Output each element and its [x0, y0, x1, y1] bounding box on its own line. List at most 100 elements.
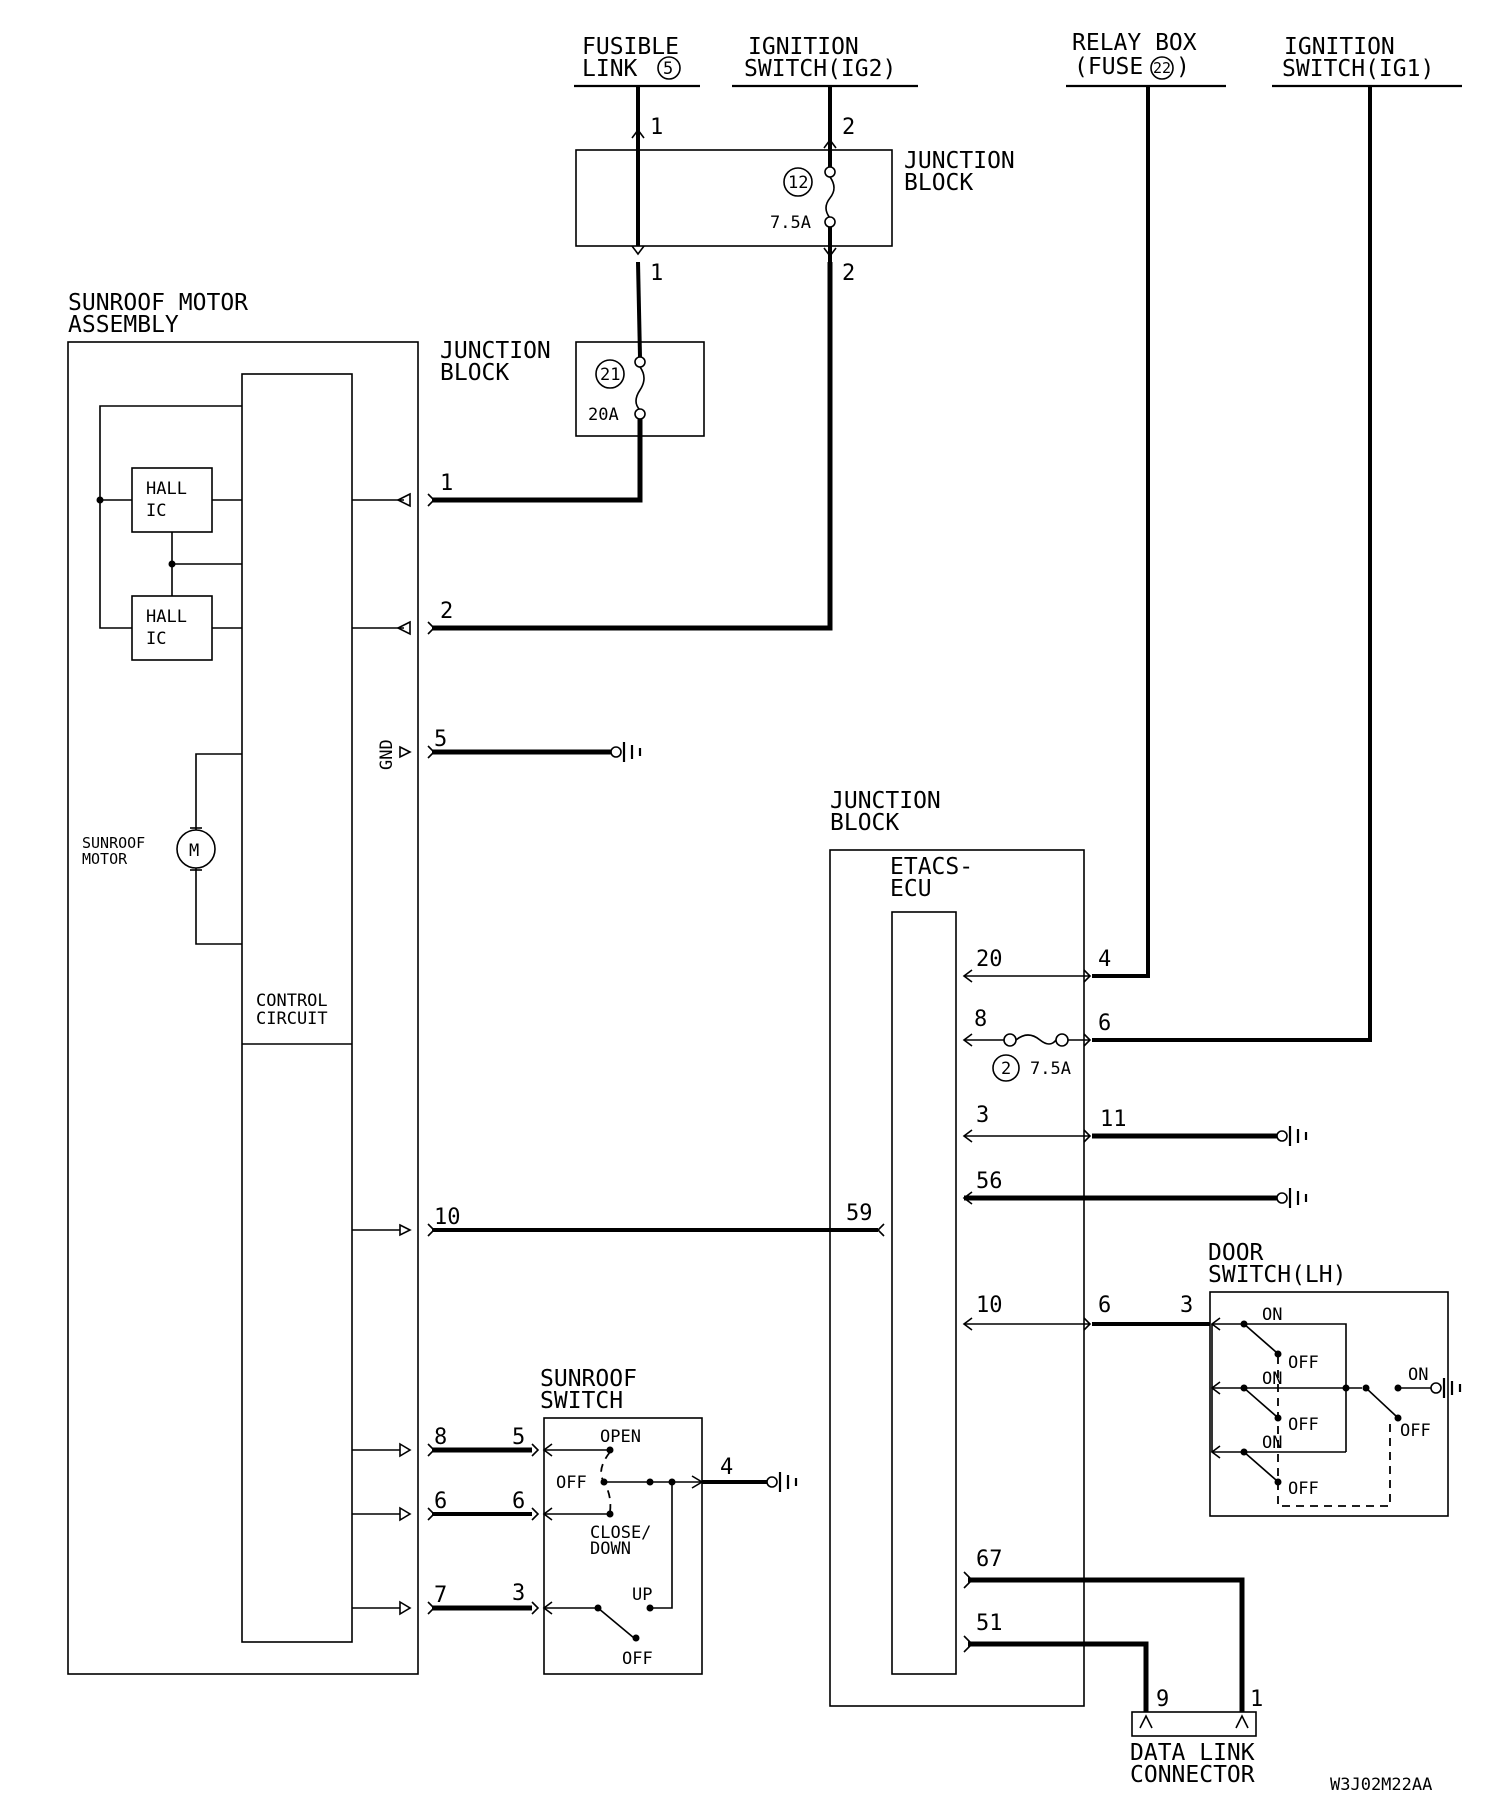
- diagram-label: 59: [846, 1201, 873, 1226]
- diagram-label: OFF: [1400, 1421, 1431, 1441]
- wire-segment: [876, 1223, 885, 1237]
- wire-segment: [606, 1510, 614, 1518]
- wire-segment: [1276, 1192, 1288, 1204]
- wire-segment: [829, 849, 1085, 1707]
- wire-segment: [634, 356, 646, 368]
- diagram-label: 3: [976, 1103, 989, 1128]
- diagram-label: 10: [434, 1205, 461, 1230]
- diagram-label: JUNCTION: [830, 788, 941, 814]
- diagram-label: 4: [1098, 947, 1111, 972]
- diagram-label: SUNROOF MOTOR: [68, 290, 248, 316]
- diagram-label: BLOCK: [830, 810, 899, 836]
- wire-segment: [427, 493, 436, 507]
- wire-segment: [1235, 1714, 1249, 1729]
- ignition-switch-ig2-label: IGNITION SWITCH(IG2): [732, 34, 918, 88]
- junction-block-mid: JUNCTION BLOCK 21 20A: [440, 338, 705, 437]
- diagram-label: 5: [663, 59, 673, 79]
- diagram-label: DOWN: [590, 1539, 631, 1559]
- wire-segment: [195, 868, 242, 945]
- diagram-label: HALL: [146, 607, 187, 627]
- diagram-label: 2: [1001, 1059, 1011, 1079]
- diagram-label: ASSEMBLY: [68, 312, 179, 338]
- motor-symbol: [176, 829, 216, 869]
- diagram-label: 5: [512, 1425, 525, 1450]
- ignition-switch-ig1-label: IGNITION SWITCH(IG1): [1272, 34, 1462, 88]
- wire-segment: [543, 1417, 703, 1675]
- sunroof-motor-connector: 1 2 5 10 8 6 7: [427, 471, 461, 1615]
- wire-segment: [962, 1191, 973, 1205]
- wire-segment: [610, 746, 622, 758]
- wire-segment: [1274, 1350, 1282, 1358]
- diagram-label: 5: [434, 727, 447, 752]
- wire-segment: [399, 1506, 412, 1522]
- diagram-label: 51: [976, 1611, 1003, 1636]
- diagram-label: 56: [976, 1169, 1003, 1194]
- wire-segment: [67, 341, 419, 1675]
- control-circuit-box: [241, 373, 353, 1643]
- junction-block-top: JUNCTION BLOCK 12 7.5A: [575, 148, 1015, 247]
- wire-segment: [1083, 1129, 1092, 1143]
- diagram-label: M: [189, 841, 199, 861]
- wire-segment: [168, 560, 176, 568]
- diagram-label: 6: [512, 1489, 525, 1514]
- wire-segment: [531, 1443, 540, 1457]
- diagram-label: 2: [440, 599, 453, 624]
- diagram-label: MOTOR: [82, 850, 128, 868]
- wire-segment: [531, 1507, 540, 1521]
- wire-segment: [962, 1129, 973, 1143]
- diagram-label: SWITCH: [540, 1388, 623, 1414]
- fuse-number-circle: [657, 56, 681, 80]
- wire-segment: [1276, 1130, 1288, 1142]
- diagram-label: 3: [1180, 1293, 1193, 1318]
- wire-segment: [1394, 1414, 1402, 1422]
- wire-segment: [766, 1476, 778, 1488]
- diagram-label: IC: [146, 501, 166, 521]
- wire-segment: [396, 492, 411, 508]
- diagram-label: (FUSE: [1074, 54, 1143, 80]
- hall-ic-1: [131, 467, 213, 533]
- ground-symbol: [610, 742, 642, 762]
- diagram-label: CLOSE/: [590, 1523, 651, 1543]
- wire-segment: [1277, 1356, 1391, 1507]
- wire-segment: [823, 247, 837, 258]
- wire-segment: [1139, 1714, 1153, 1729]
- wire-segment: [1244, 1323, 1347, 1452]
- wire-segment: [634, 408, 646, 420]
- wire-segment: [1083, 1317, 1092, 1331]
- etacs-ecu-box: [891, 911, 957, 1675]
- wire-segment: [1243, 1451, 1277, 1481]
- wire-segment: [432, 419, 643, 503]
- diagram-label: 1: [440, 471, 453, 496]
- fuse-number-circle: [595, 359, 625, 389]
- diagram-label: 6: [1098, 1011, 1111, 1036]
- diagram-label: FUSIBLE: [582, 34, 679, 60]
- diagram-label: ECU: [890, 876, 932, 902]
- hall-ic-2: [131, 595, 213, 661]
- wire-segment: [399, 745, 412, 759]
- diagram-label: 9: [1156, 1687, 1169, 1712]
- diagram-label: 1: [1250, 1687, 1263, 1712]
- wire-segment: [962, 1033, 973, 1047]
- diagram-label: 6: [434, 1489, 447, 1514]
- wire-segment: [1342, 1384, 1350, 1392]
- wire-segment: [1003, 1033, 1017, 1047]
- wire-segment: [636, 261, 642, 358]
- diagram-label: SUNROOF: [540, 1366, 637, 1392]
- diagram-label: OFF: [556, 1473, 587, 1493]
- junction-block-etacs: JUNCTION BLOCK ETACS- ECU 59: [829, 788, 1085, 1707]
- wire-segment: [1365, 1387, 1397, 1417]
- diagram-label: OPEN: [600, 1427, 641, 1447]
- wire-segment: [1394, 1384, 1402, 1392]
- wire-segment: [1015, 1034, 1057, 1045]
- diagram-label: CONTROL: [256, 991, 328, 1011]
- diagram-label: OFF: [1288, 1415, 1319, 1435]
- wire-segment: [399, 1600, 412, 1616]
- diagram-label: HALL: [146, 479, 187, 499]
- wire-segment: [597, 1607, 635, 1639]
- diagram-label: JUNCTION: [904, 148, 1015, 174]
- diagram-label: 67: [976, 1547, 1003, 1572]
- diagram-label: 8: [434, 1425, 447, 1450]
- wire-segment: [968, 1641, 1149, 1712]
- diagram-label: 2: [842, 261, 855, 286]
- wire-segment: [1209, 1291, 1449, 1517]
